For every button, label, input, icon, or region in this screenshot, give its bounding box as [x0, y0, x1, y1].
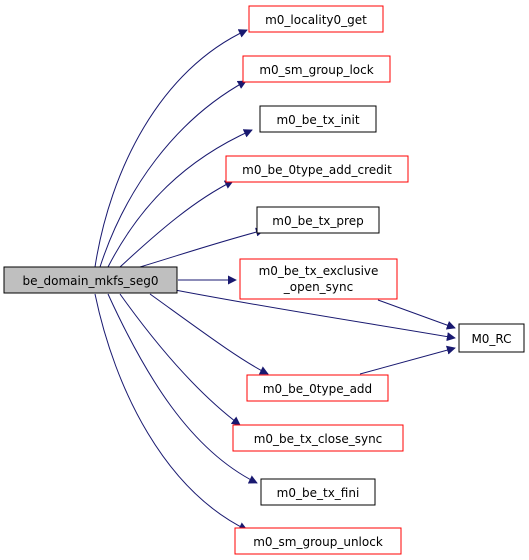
node-label: m0_be_0type_add_credit: [242, 163, 392, 177]
edge-root-to-m0-be-tx-init: [107, 129, 253, 268]
node-label: m0_be_tx_prep: [272, 214, 363, 228]
node-label: m0_be_0type_add: [263, 382, 372, 396]
node-m0-be-tx-init[interactable]: m0_be_tx_init: [259, 105, 377, 133]
node-label: m0_be_tx_fini: [277, 486, 360, 500]
edge-root-to-m0-sm-group-lock: [99, 80, 247, 268]
node-m0-rc[interactable]: M0_RC: [458, 323, 525, 353]
node-label: m0_sm_group_unlock: [253, 535, 383, 549]
node-box: [246, 374, 389, 402]
node-m0-be-0type-add-credit[interactable]: m0_be_0type_add_credit: [225, 155, 409, 183]
edge-m0-be-tx-exclusive-open-sync-to-m0-rc: [377, 299, 456, 330]
node-m0-be-tx-exclusive-open-sync[interactable]: m0_be_tx_exclusive _open_sync: [239, 258, 398, 300]
edge-root-to-m0-be-0type-add: [149, 293, 269, 375]
node-label: be_domain_mkfs_seg0: [23, 274, 159, 288]
node-label: m0_locality0_get: [265, 13, 367, 27]
edge-root-to-m0-sm-group-unlock: [94, 293, 248, 531]
node-label: m0_be_tx_close_sync: [254, 432, 383, 446]
edge-root-to-m0-locality0-get: [94, 29, 248, 268]
node-m0-be-tx-close-sync[interactable]: m0_be_tx_close_sync: [232, 424, 404, 452]
edge-root-to-m0-be-tx-fini: [107, 293, 258, 484]
node-m0-be-0type-add[interactable]: m0_be_0type_add: [246, 374, 389, 402]
node-be-domain-mkfs-seg0[interactable]: be_domain_mkfs_seg0: [3, 266, 178, 294]
node-label: m0_be_tx_init: [276, 113, 359, 127]
node-m0-sm-group-unlock[interactable]: m0_sm_group_unlock: [234, 527, 402, 555]
edge-m0-be-0type-add-to-m0-rc: [359, 345, 456, 375]
node-m0-be-tx-prep[interactable]: m0_be_tx_prep: [256, 206, 380, 234]
node-m0-be-tx-fini[interactable]: m0_be_tx_fini: [260, 478, 376, 506]
node-m0-locality0-get[interactable]: m0_locality0_get: [248, 5, 384, 33]
node-label: M0_RC: [471, 332, 511, 346]
edge-root-to-m0-be-tx-prep: [139, 227, 265, 268]
node-label-line2: _open_sync: [283, 280, 354, 294]
edge-root-to-m0-be-tx-close-sync: [119, 293, 241, 426]
node-label: m0_sm_group_lock: [259, 63, 373, 77]
node-label-line1: m0_be_tx_exclusive: [259, 264, 379, 278]
node-m0-sm-group-lock[interactable]: m0_sm_group_lock: [242, 55, 391, 83]
edge-root-to-m0-be-0type-add-credit: [119, 180, 234, 268]
edge-root-to-m0-rc: [174, 289, 456, 342]
